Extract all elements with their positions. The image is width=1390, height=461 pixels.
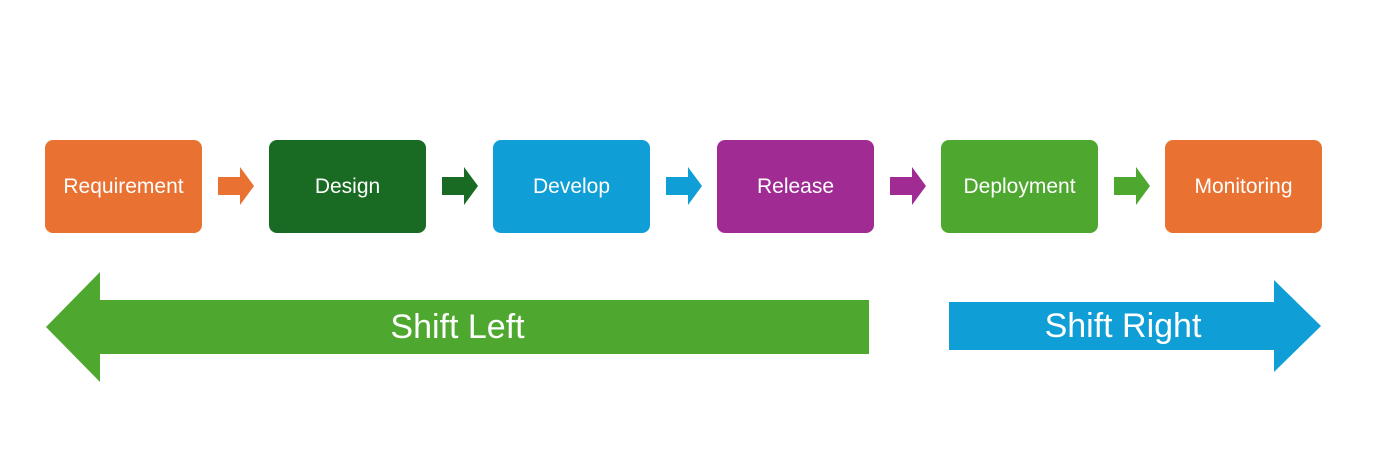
connector-arrow-2 <box>442 167 478 205</box>
shift-right-label-wrap: Shift Right <box>949 280 1297 372</box>
stage-release: Release <box>717 140 874 233</box>
stage-label: Requirement <box>63 174 184 198</box>
stage-label: Deployment <box>963 174 1076 198</box>
connector-arrow-5 <box>1114 167 1150 205</box>
stage-label: Design <box>314 174 381 198</box>
arrow-right-icon <box>890 167 926 205</box>
stage-design: Design <box>269 140 426 233</box>
arrow-right-icon <box>1114 167 1150 205</box>
shift-right-shape <box>949 280 1321 372</box>
connector-arrow-3 <box>666 167 702 205</box>
arrow-left-icon <box>46 272 869 382</box>
shift-left-label-wrap: Shift Left <box>46 272 869 382</box>
shift-right-label: Shift Right <box>1044 306 1202 345</box>
stage-label: Release <box>756 174 835 198</box>
shift-left-label: Shift Left <box>390 307 525 346</box>
connector-arrow-4 <box>890 167 926 205</box>
stage-label: Monitoring <box>1194 174 1293 198</box>
shift-right-arrow: Shift Right <box>949 280 1321 372</box>
stage-requirement: Requirement <box>45 140 202 233</box>
shift-left-shape <box>46 272 869 382</box>
arrow-right-icon <box>666 167 702 205</box>
arrow-right-icon <box>218 167 254 205</box>
connector-arrow-1 <box>218 167 254 205</box>
stage-label: Develop <box>532 174 611 198</box>
shift-left-arrow: Shift Left <box>46 272 869 382</box>
stage-monitoring: Monitoring <box>1165 140 1322 233</box>
arrow-right-icon <box>442 167 478 205</box>
stage-deployment: Deployment <box>941 140 1098 233</box>
arrow-right-icon <box>949 280 1321 372</box>
stage-develop: Develop <box>493 140 650 233</box>
